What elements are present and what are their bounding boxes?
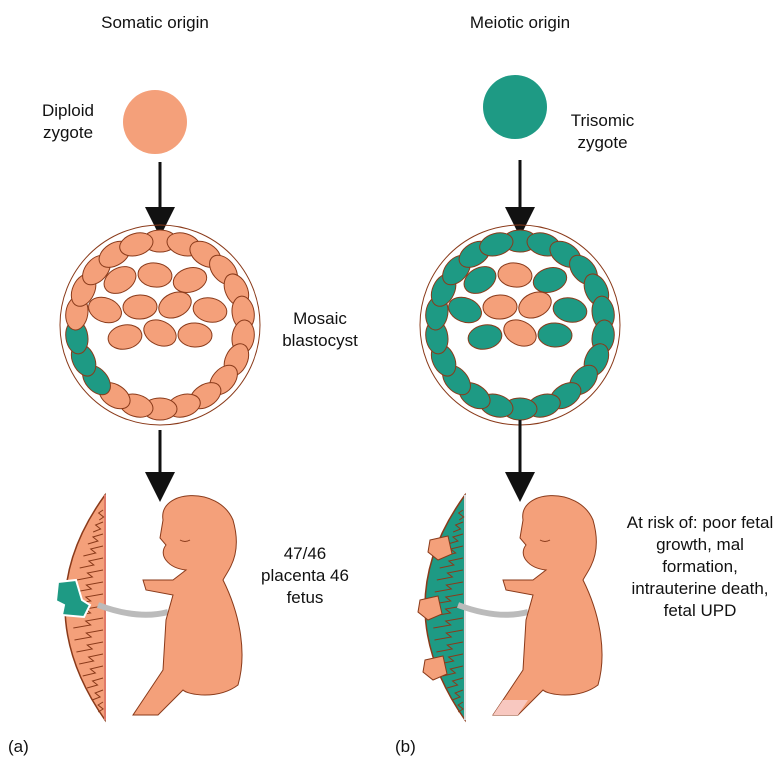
- villus: [434, 629, 464, 641]
- villus: [436, 641, 464, 653]
- fetus-body: [492, 495, 603, 716]
- zygote-label-a: Diploid zygote: [42, 101, 94, 142]
- normal-cell: [172, 267, 208, 293]
- villus: [86, 677, 104, 689]
- trisomic-cell: [532, 267, 568, 293]
- villus: [439, 653, 464, 665]
- villus: [439, 557, 464, 569]
- mosaic-blastocyst: [59, 224, 261, 426]
- villus: [87, 533, 104, 545]
- normal-cell: [107, 324, 143, 350]
- villus: [434, 581, 464, 593]
- normal-cell: [177, 322, 213, 348]
- villus: [436, 569, 464, 581]
- normal-cell: [518, 291, 552, 319]
- normal-cell: [103, 266, 137, 294]
- blastocyst-label: Mosaic blastocyst: [282, 309, 358, 350]
- normal-cell: [497, 262, 533, 288]
- trisomic-cell: [463, 266, 497, 294]
- trisomic-cell: [552, 297, 588, 323]
- villus: [76, 641, 104, 653]
- outcome-label-b: At risk of: poor fetal growth, mal forma…: [626, 513, 774, 620]
- normal-cell: [158, 291, 192, 319]
- villus: [452, 521, 464, 533]
- normal-cell: [119, 232, 154, 257]
- normal-cell: [503, 319, 537, 347]
- zygote-label-b: Trisomic zygote: [570, 111, 635, 152]
- villus: [97, 509, 105, 521]
- villus: [79, 653, 104, 665]
- villus: [97, 701, 104, 713]
- villus: [457, 509, 465, 521]
- villus: [92, 689, 104, 701]
- villus: [82, 665, 104, 677]
- trisomic-patch: [54, 578, 92, 619]
- villus: [74, 629, 104, 641]
- fetus-foot: [493, 700, 528, 715]
- umbilical-cord: [96, 602, 169, 618]
- normal-cell: [143, 319, 177, 347]
- trisomic-zygote: [483, 75, 547, 139]
- fetus: [456, 495, 603, 716]
- umbilical-cord: [456, 602, 529, 618]
- diploid-zygote: [123, 90, 187, 154]
- fetus-body: [132, 495, 243, 716]
- villus: [457, 701, 464, 713]
- villus: [442, 665, 464, 677]
- outcome-label-a: 47/46 placenta 46 fetus: [261, 544, 349, 607]
- trisomic-cell: [448, 296, 482, 324]
- villus: [447, 533, 464, 545]
- panel-letter-b: (b): [395, 737, 416, 756]
- trisomic-blastocyst: [419, 224, 621, 426]
- villus: [433, 617, 464, 629]
- closed-eye: [179, 539, 191, 542]
- trisomic-cell: [479, 232, 514, 257]
- villus: [73, 617, 104, 629]
- villus: [452, 689, 464, 701]
- fetus: [96, 495, 243, 716]
- normal-patch: [417, 595, 443, 621]
- villus: [74, 581, 104, 593]
- villus: [433, 593, 464, 605]
- villus: [446, 677, 464, 689]
- normal-cell: [482, 294, 518, 320]
- closed-eye: [539, 539, 551, 542]
- normal-cell: [192, 297, 228, 323]
- villus: [92, 521, 104, 533]
- normal-patch: [427, 535, 453, 561]
- origin-label-a: Somatic origin: [101, 13, 209, 32]
- villus: [76, 569, 104, 581]
- origin-label-b: Meiotic origin: [469, 13, 571, 32]
- normal-cell: [88, 296, 122, 324]
- normal-patch: [422, 655, 448, 681]
- panel-letter-a: (a): [8, 737, 29, 756]
- normal-cell: [122, 294, 158, 320]
- trisomic-cell: [467, 324, 503, 350]
- villus: [79, 557, 104, 569]
- blastocyst-wall: [59, 224, 261, 426]
- trisomic-cell: [537, 322, 573, 348]
- normal-cell: [137, 262, 173, 288]
- villus: [83, 545, 104, 557]
